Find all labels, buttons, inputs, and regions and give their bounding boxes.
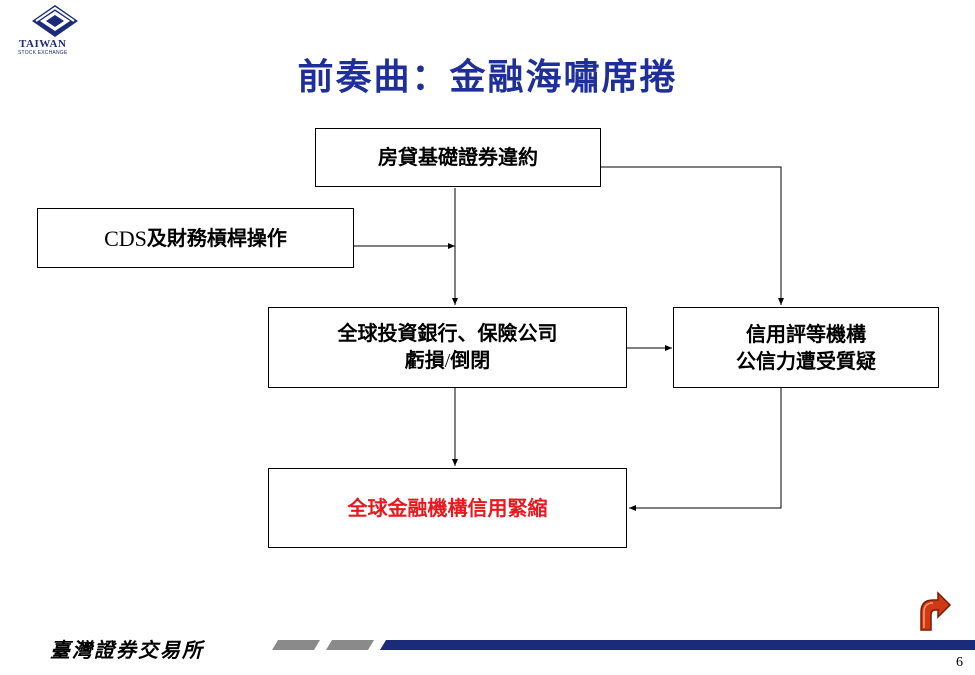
footer-band (272, 640, 975, 650)
logo-subtitle: STOCK EXCHANGE (18, 50, 68, 56)
page-number: 6 (956, 655, 963, 670)
footer-organization: 臺灣證券交易所 (50, 638, 204, 662)
node-global-banks: 全球投資銀行、保險公司 虧損/倒閉 (268, 307, 627, 388)
node-rating-line2: 公信力遭受質疑 (736, 348, 876, 373)
node-cds-latin: CDS (104, 225, 147, 251)
node-banks-line1: 全球投資銀行、保險公司 (337, 321, 558, 345)
node-cds-label: 及財務槓桿操作 (146, 225, 287, 250)
slide-title: 前奏曲：金融海嘯席捲 (297, 56, 678, 98)
node-banks-loss: 虧損 (404, 348, 445, 372)
node-banks-line2: 虧損/倒閉 (405, 347, 491, 375)
node-rating-agencies: 信用評等機構 公信力遭受質疑 (673, 307, 939, 388)
node-banks-collapse: 倒閉 (450, 348, 491, 372)
taiwan-stock-exchange-logo (32, 5, 78, 37)
node-credit-crunch: 全球金融機構信用緊縮 (268, 468, 627, 548)
node-subprime-label: 房貸基礎證券違約 (378, 145, 538, 169)
logo-name: TAIWAN (19, 38, 67, 50)
return-arrow-icon[interactable] (912, 590, 952, 632)
node-rating-line1: 信用評等機構 (746, 321, 866, 346)
node-banks-separator: / (444, 350, 451, 372)
node-subprime-default: 房貸基礎證券違約 (315, 128, 601, 187)
node-credit-crunch-label: 全球金融機構信用緊縮 (347, 495, 548, 520)
